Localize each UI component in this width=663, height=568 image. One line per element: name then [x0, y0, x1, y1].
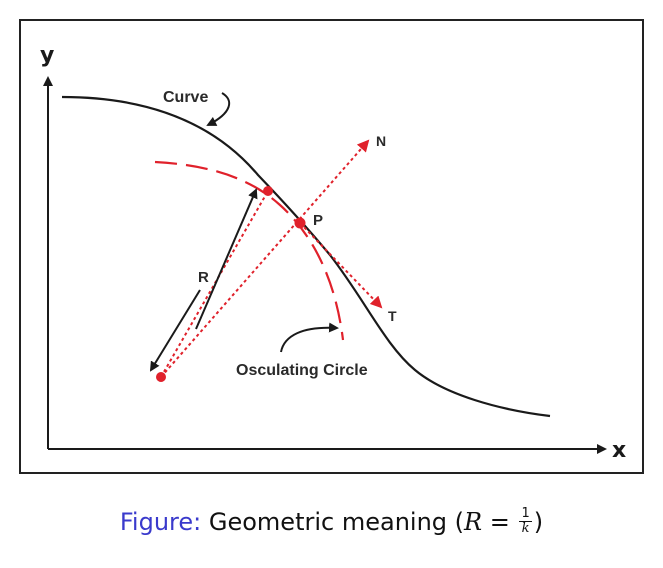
caption-close-paren: ): [533, 508, 544, 536]
contact-point: [263, 186, 273, 196]
caption-open-paren: (: [454, 508, 465, 536]
radius-arrow-lower: [149, 289, 201, 372]
caption-numerator: 1: [519, 505, 532, 522]
tangent-vector: [299, 222, 383, 309]
radius-label: R: [198, 269, 209, 286]
point-p-label: P: [313, 212, 323, 229]
caption-equals: =: [482, 508, 518, 536]
osculating-circle-pointer-arrow: [280, 322, 339, 353]
point-p: [294, 217, 306, 229]
osculating-circle-arc: [154, 160, 345, 341]
center-point: [156, 372, 166, 382]
caption-text: Geometric meaning: [208, 508, 448, 536]
caption-prefix: Figure:: [119, 508, 202, 536]
osculating-circle-diagram: y x Curve R P N T Osculating Circle: [19, 19, 644, 474]
normal-label: N: [376, 133, 386, 149]
osculating-circle-label: Osculating Circle: [236, 362, 368, 379]
normal-vector: [160, 139, 370, 378]
figure-frame: [19, 19, 644, 474]
x-axis-label: x: [612, 438, 626, 463]
radius-arrow: [195, 188, 258, 330]
caption-lhs: R: [464, 508, 483, 536]
caption-denominator: k: [521, 520, 530, 536]
y-axis-label: y: [40, 43, 54, 68]
curve-label: Curve: [163, 89, 208, 106]
curve-pointer-arrow: [206, 92, 231, 126]
tangent-label: T: [388, 308, 397, 324]
